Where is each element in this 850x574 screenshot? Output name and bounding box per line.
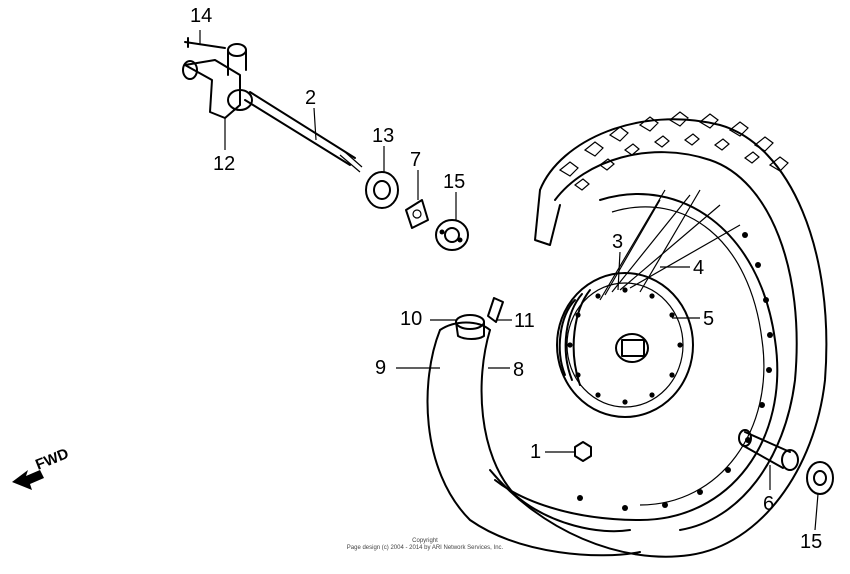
leader-lines — [199, 30, 819, 531]
front-hub[interactable] — [556, 272, 694, 418]
tire[interactable] — [489, 111, 828, 558]
fwd-label: FWD — [33, 445, 71, 474]
copyright-line-2: Page design (c) 2004 - 2014 by ARI Netwo… — [346, 545, 504, 551]
nut[interactable] — [574, 441, 592, 462]
callout-7: 7 — [410, 149, 421, 171]
distance-collar[interactable] — [738, 429, 799, 471]
axle-collar[interactable] — [182, 43, 253, 119]
fwd-arrow-icon — [12, 470, 44, 490]
callouts: 14 2 12 13 7 15 3 4 5 10 11 9 8 1 6 15 — [190, 5, 822, 553]
dust-seal[interactable] — [365, 171, 399, 209]
bearing-lower[interactable] — [806, 461, 834, 495]
spokes[interactable] — [599, 189, 741, 301]
callout-12: 12 — [213, 153, 235, 175]
callout-9: 9 — [375, 357, 386, 379]
callout-10: 10 — [400, 308, 422, 330]
callout-15-upper: 15 — [443, 171, 465, 193]
callout-3: 3 — [612, 231, 623, 253]
callout-14: 14 — [190, 5, 212, 27]
callout-6: 6 — [763, 493, 774, 515]
tube-valve[interactable] — [455, 297, 504, 340]
copyright-line-1: Copyright — [412, 538, 438, 544]
front-axle[interactable] — [244, 91, 363, 173]
callout-13: 13 — [372, 125, 394, 147]
callout-1: 1 — [530, 441, 541, 463]
bolt-14[interactable] — [184, 37, 226, 49]
callout-2: 2 — [305, 87, 316, 109]
callout-15-lower: 15 — [800, 531, 822, 553]
inner-tube[interactable] — [426, 321, 641, 557]
bearing-upper[interactable] — [435, 219, 469, 251]
retainer[interactable] — [405, 199, 429, 229]
callout-8: 8 — [513, 359, 524, 381]
callout-5: 5 — [703, 308, 714, 330]
callout-11: 11 — [514, 310, 535, 332]
callout-4: 4 — [693, 257, 704, 279]
rim[interactable] — [494, 193, 779, 521]
